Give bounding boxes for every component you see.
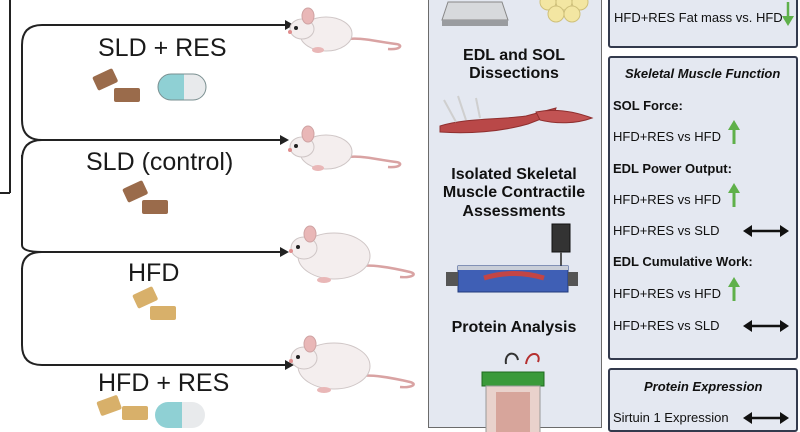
edl-cumulative-work-heading: EDL Cumulative Work:	[613, 254, 753, 269]
sol-force-row: HFD+RES vs HFD	[613, 129, 721, 144]
pill-icon	[155, 402, 205, 428]
mouse-icon	[288, 125, 402, 171]
edl-work-row-sld: HFD+RES vs SLD	[613, 318, 720, 333]
protein-expression-title: Protein Expression	[644, 379, 763, 394]
group-label-sld-res: SLD + RES	[98, 34, 227, 62]
edl-work-row-hfd: HFD+RES vs HFD	[613, 286, 721, 301]
dissections-label: EDL and SOL Dissections	[463, 47, 565, 83]
protein-analysis-label: Protein Analysis	[451, 319, 577, 336]
up-arrow-icon	[728, 277, 740, 301]
group-tree-lines	[0, 0, 294, 370]
edl-power-row-sld: HFD+RES vs SLD	[613, 223, 720, 238]
contractile-apparatus-icon	[446, 223, 578, 293]
protein-expression-box: Protein Expression Sirtuin 1 Expression	[608, 368, 798, 432]
mouse-icon	[289, 335, 415, 393]
mouse-icon	[288, 7, 402, 53]
sld-diet-icons	[122, 180, 168, 214]
pill-icon	[157, 73, 207, 101]
electrophoresis-icon	[481, 352, 545, 432]
double-arrow-icon	[743, 320, 789, 332]
fat-mass-row: HFD+RES Fat mass vs. HFD	[614, 10, 783, 25]
sirtuin-row: Sirtuin 1 Expression	[613, 410, 729, 425]
up-arrow-icon	[728, 120, 740, 144]
pellet-icon	[92, 68, 140, 102]
pellet-icon	[122, 180, 168, 214]
edl-power-heading: EDL Power Output:	[613, 161, 732, 176]
edl-power-row-hfd: HFD+RES vs HFD	[613, 192, 721, 207]
group-label-sld-control: SLD (control)	[86, 148, 234, 176]
double-arrow-icon	[743, 412, 789, 424]
hfd-res-diet-icons	[96, 395, 205, 428]
double-arrow-icon	[743, 225, 789, 237]
pellet-icon	[96, 395, 148, 420]
muscle-function-title: Skeletal Muscle Function	[625, 66, 781, 81]
contractile-label: Isolated Skeletal Muscle Contractile Ass…	[442, 166, 586, 220]
down-arrow-icon	[782, 2, 794, 26]
group-label-hfd-res: HFD + RES	[98, 369, 230, 397]
muscle-function-box: Skeletal Muscle Function SOL Force: HFD+…	[608, 56, 798, 360]
pellet-icon	[132, 286, 176, 320]
hfd-diet-icons	[132, 286, 176, 320]
group-label-hfd: HFD	[128, 259, 180, 287]
up-arrow-icon	[728, 183, 740, 207]
muscle-icon	[439, 95, 594, 134]
sol-force-heading: SOL Force:	[613, 98, 683, 113]
fat-mass-box: HFD+RES Fat mass vs. HFD	[608, 0, 798, 48]
mouse-icon	[289, 225, 415, 283]
sld-res-diet-icons	[92, 68, 207, 102]
methods-panel	[428, 0, 602, 428]
scale-icon	[441, 0, 589, 26]
